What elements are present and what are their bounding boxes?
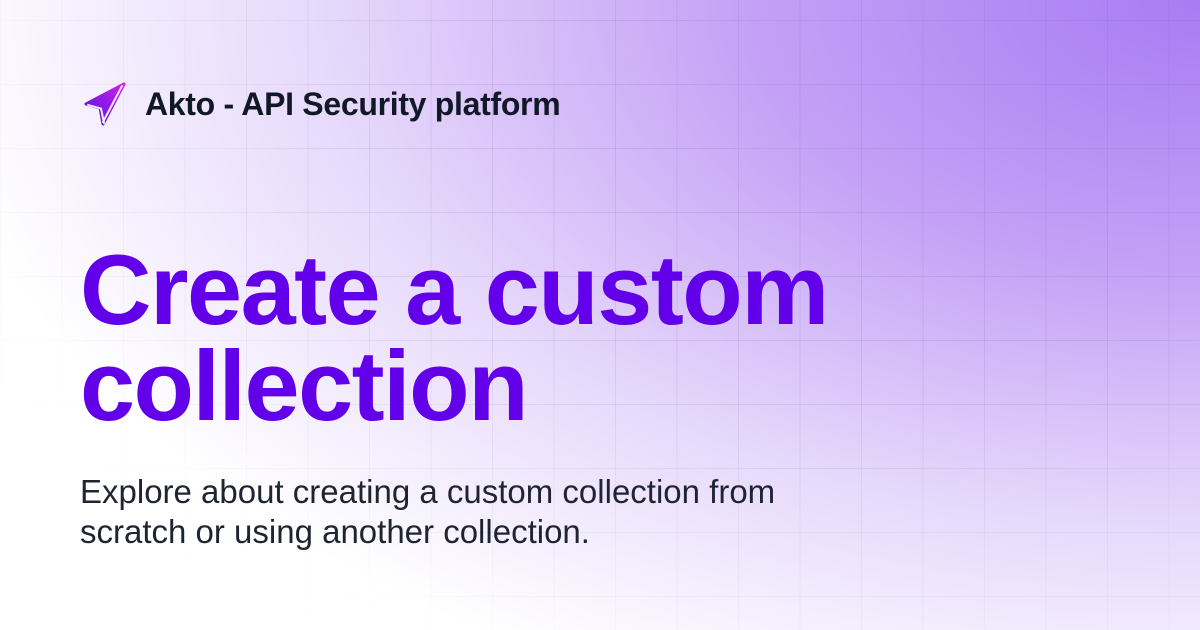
brand-name: Akto - API Security platform [145,85,561,122]
page-subtitle: Explore about creating a custom collecti… [80,473,776,550]
page-title: Create a custom collection [80,234,829,441]
brand-header: Akto - API Security platform [80,80,561,128]
paper-plane-arrow-icon [84,82,126,126]
